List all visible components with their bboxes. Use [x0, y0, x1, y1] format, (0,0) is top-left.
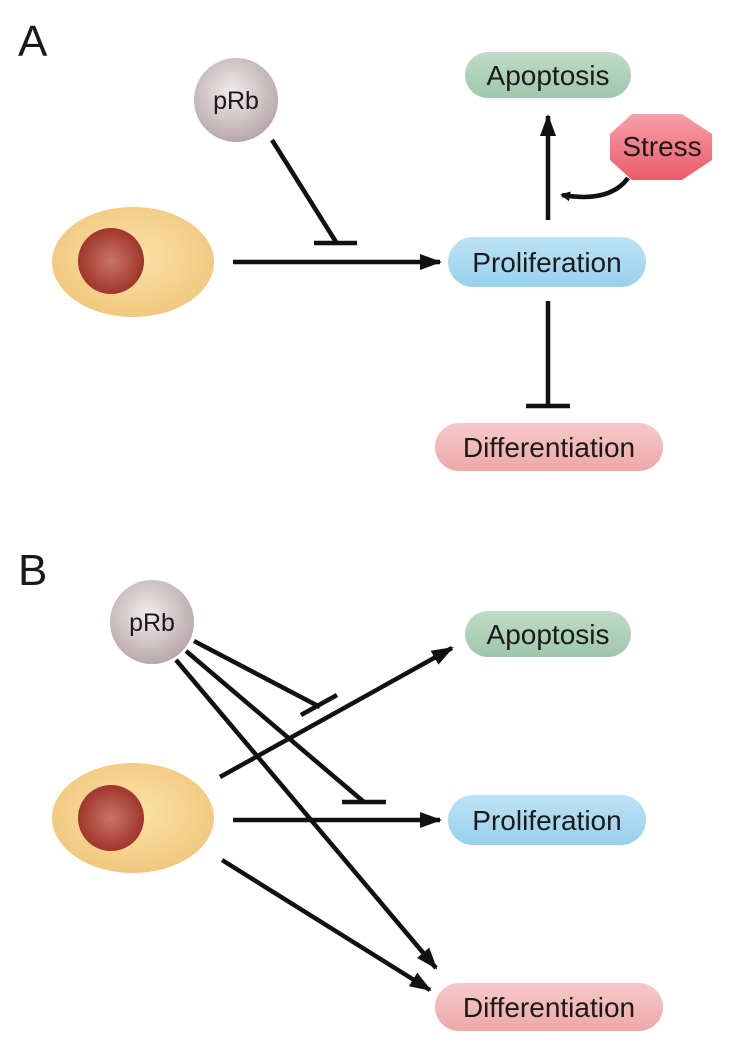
apoptosis-node-b: Apoptosis	[465, 611, 631, 657]
prb-circle	[110, 580, 194, 664]
panel-b: B pRb Apoptosis Proliferation Differenti…	[18, 546, 663, 1031]
cell-nucleus	[78, 785, 144, 851]
prb-label: pRb	[129, 609, 175, 637]
stress-label: Stress	[622, 131, 701, 162]
apoptosis-pill	[465, 611, 631, 657]
arrow-cell-to-differentiation	[220, 858, 432, 992]
inhibition-prb-apoptosis-bar	[299, 693, 339, 717]
apoptosis-label: Apoptosis	[487, 60, 610, 91]
differentiation-pill	[435, 423, 663, 471]
panel-b-letter: B	[18, 546, 47, 595]
prb-label: pRb	[213, 87, 259, 115]
prb-node-b: pRb	[110, 580, 194, 664]
arrow-prb-to-differentiation	[174, 658, 438, 970]
prb-node-a: pRb	[194, 58, 278, 142]
inhibition-prb-line	[270, 138, 338, 244]
apoptosis-pill	[465, 52, 631, 98]
apoptosis-label: Apoptosis	[487, 619, 610, 650]
differentiation-label: Differentiation	[463, 992, 635, 1023]
panel-a-letter: A	[18, 17, 48, 66]
proliferation-pill	[448, 237, 646, 287]
proliferation-label: Proliferation	[472, 805, 621, 836]
differentiation-node-a: Differentiation	[435, 423, 663, 471]
proliferation-node-b: Proliferation	[448, 795, 646, 845]
panel-a: A pRb Apoptosis Stress Proliferation	[18, 17, 712, 471]
arrow-cell-to-apoptosis	[218, 646, 454, 779]
cell-b	[52, 763, 214, 873]
inhibition-prb-proliferation-line	[184, 649, 366, 804]
proliferation-pill	[448, 795, 646, 845]
stress-node-a: Stress	[610, 114, 712, 180]
cell-a	[52, 207, 214, 317]
apoptosis-node-a: Apoptosis	[465, 52, 631, 98]
stress-octagon	[610, 114, 712, 180]
arrow-stress-curved	[560, 176, 630, 202]
differentiation-pill	[435, 983, 663, 1031]
differentiation-label: Differentiation	[463, 432, 635, 463]
prb-circle	[194, 58, 278, 142]
cell-nucleus	[78, 228, 144, 294]
proliferation-label: Proliferation	[472, 247, 621, 278]
proliferation-node-a: Proliferation	[448, 237, 646, 287]
differentiation-node-b: Differentiation	[435, 983, 663, 1031]
inhibition-prb-apoptosis-line	[192, 639, 322, 709]
